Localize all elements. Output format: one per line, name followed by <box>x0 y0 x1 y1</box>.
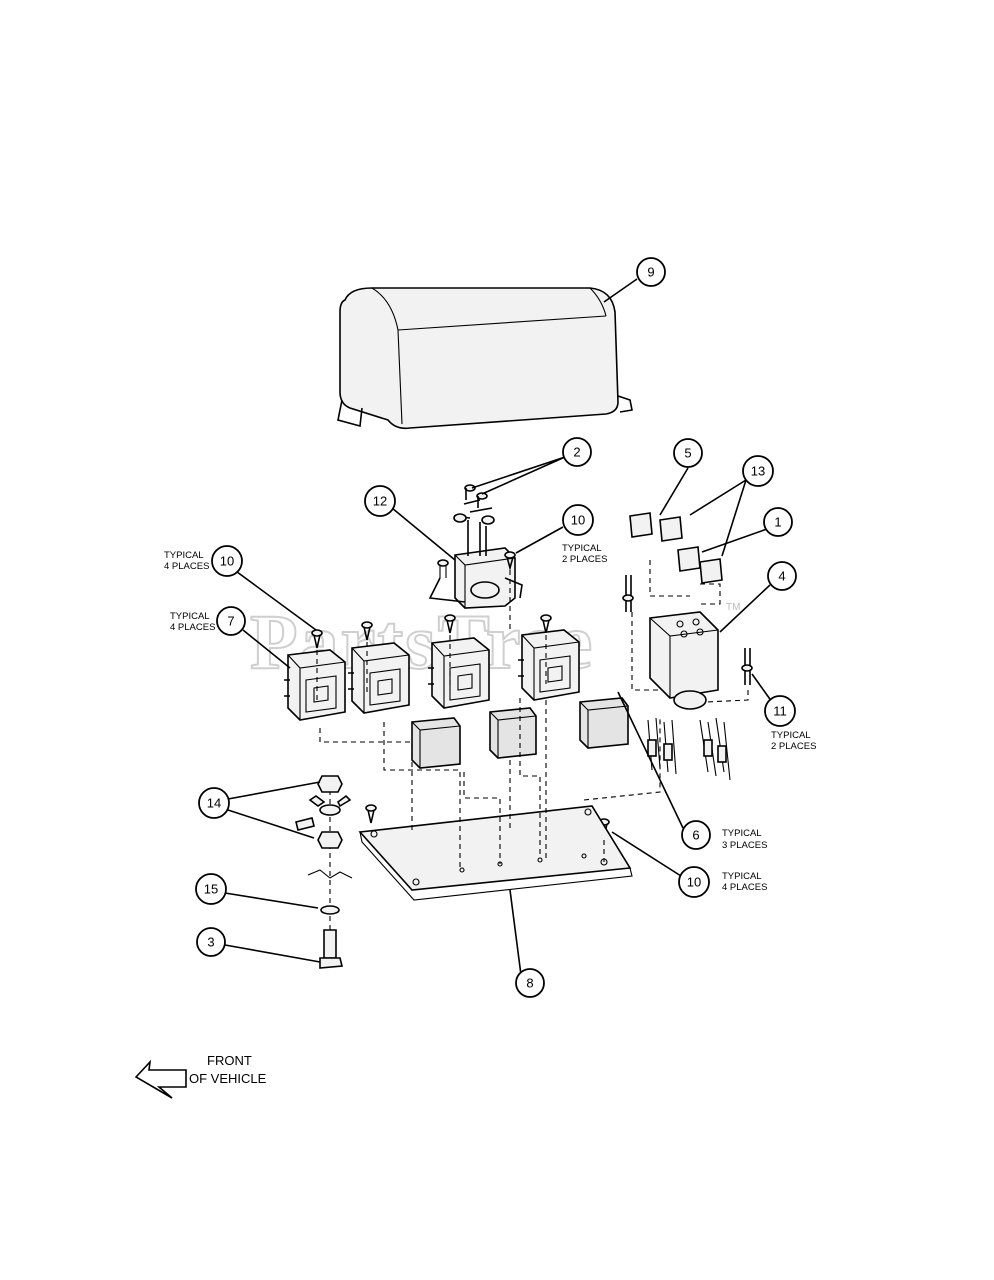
svg-text:TYPICAL: TYPICAL <box>722 871 762 882</box>
front-of-vehicle-label: FRONT OF VEHICLE <box>189 1053 267 1086</box>
note-typical-3-places: TYPICAL 3 PLACES <box>722 828 767 851</box>
svg-text:12: 12 <box>373 494 387 509</box>
callout-6: 6 <box>681 820 711 850</box>
assembly-lines <box>316 560 749 870</box>
solenoid-part <box>428 484 523 609</box>
svg-text:2 PLACES: 2 PLACES <box>562 554 607 565</box>
callout-9: 9 <box>636 257 666 287</box>
svg-text:10: 10 <box>220 554 234 569</box>
base-plate <box>358 805 633 901</box>
note-typical-4-places-left2: TYPICAL 4 PLACES <box>170 611 215 633</box>
callout-2: 2 <box>562 437 592 467</box>
svg-text:6: 6 <box>692 828 699 843</box>
note-typical-2-places-top: TYPICAL 2 PLACES <box>562 543 607 565</box>
fuses <box>629 512 723 584</box>
callout-5: 5 <box>673 438 703 468</box>
fuse-block <box>649 611 719 710</box>
relay-sockets <box>284 629 580 721</box>
callout-14: 14 <box>198 787 230 819</box>
svg-text:TYPICAL: TYPICAL <box>771 730 811 741</box>
pins <box>622 575 753 685</box>
callout-7: 7 <box>216 606 246 636</box>
callout-3: 3 <box>196 927 226 957</box>
svg-text:4: 4 <box>778 569 785 584</box>
front-of-vehicle-arrow-icon <box>134 1059 187 1099</box>
wire-terminals <box>647 717 731 781</box>
svg-text:9: 9 <box>647 265 654 280</box>
svg-text:3 PLACES: 3 PLACES <box>722 840 767 851</box>
svg-text:OF VEHICLE: OF VEHICLE <box>189 1071 267 1086</box>
svg-text:10: 10 <box>687 875 701 890</box>
svg-text:4 PLACES: 4 PLACES <box>722 882 767 893</box>
note-typical-4-places-left: TYPICAL 4 PLACES <box>164 550 209 572</box>
svg-text:10: 10 <box>571 513 585 528</box>
svg-text:TYPICAL: TYPICAL <box>170 611 210 622</box>
svg-text:3: 3 <box>207 935 214 950</box>
callout-1: 1 <box>763 507 793 537</box>
hardware-stack <box>295 775 353 969</box>
callout-11: 11 <box>764 695 796 727</box>
callout-15: 15 <box>195 873 227 905</box>
svg-text:TYPICAL: TYPICAL <box>722 828 762 839</box>
svg-text:4 PLACES: 4 PLACES <box>170 622 215 633</box>
svg-text:2 PLACES: 2 PLACES <box>771 741 816 752</box>
svg-text:TYPICAL: TYPICAL <box>562 543 602 554</box>
callout-8: 8 <box>515 968 545 998</box>
cover-part <box>337 287 633 430</box>
svg-text:15: 15 <box>204 882 218 897</box>
svg-text:4 PLACES: 4 PLACES <box>164 561 209 572</box>
svg-text:1: 1 <box>774 515 781 530</box>
leader-lines <box>224 278 773 976</box>
note-typical-2-places-right: TYPICAL 2 PLACES <box>771 730 816 752</box>
callout-4: 4 <box>767 561 797 591</box>
callout-10-left: 10 <box>211 545 243 577</box>
svg-text:2: 2 <box>573 445 580 460</box>
note-typical-4-places-right: TYPICAL 4 PLACES <box>722 871 767 893</box>
svg-text:FRONT: FRONT <box>207 1053 252 1068</box>
callout-10-right: 10 <box>678 866 710 898</box>
callout-12: 12 <box>364 485 396 517</box>
callout-13: 13 <box>742 455 774 487</box>
svg-text:7: 7 <box>227 614 234 629</box>
svg-text:14: 14 <box>207 796 221 811</box>
svg-text:TM: TM <box>726 602 740 613</box>
svg-text:11: 11 <box>773 704 787 719</box>
svg-text:TYPICAL: TYPICAL <box>164 550 204 561</box>
svg-text:13: 13 <box>751 464 765 479</box>
svg-text:8: 8 <box>526 976 533 991</box>
callout-10-top: 10 <box>562 504 594 536</box>
relays <box>411 697 629 769</box>
svg-text:5: 5 <box>684 446 691 461</box>
